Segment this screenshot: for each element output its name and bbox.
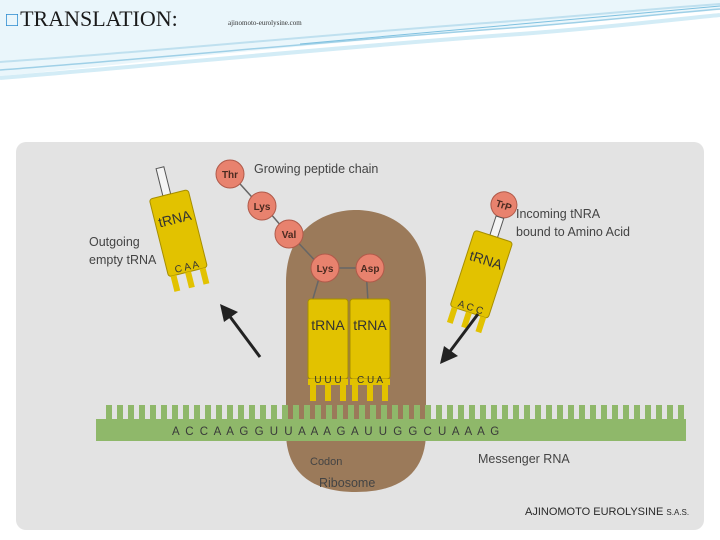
svg-text:Lys: Lys [317, 264, 334, 275]
incoming-label-line2: bound to Amino Acid [516, 225, 630, 239]
mrna-tooth [656, 405, 662, 421]
svg-text:Lys: Lys [254, 202, 271, 213]
trna-right: tRNA C U A [349, 298, 391, 401]
trna-right-label: tRNA [353, 317, 387, 333]
mrna-tooth [601, 405, 607, 421]
mrna-tooth [161, 405, 167, 421]
mrna-tooth [469, 405, 475, 421]
mrna-tooth [359, 405, 365, 421]
mrna-tooth [645, 405, 651, 421]
slide-title: □TRANSLATION: [6, 6, 178, 32]
mrna-tooth [271, 405, 277, 421]
source-credit: ajinomoto-eurolysine.com [228, 19, 302, 27]
mrna-tooth [502, 405, 508, 421]
mrna-tooth [117, 405, 123, 421]
header-wave-decoration [0, 0, 720, 80]
mrna-tooth [293, 405, 299, 421]
mrna-tooth [524, 405, 530, 421]
incoming-arrow-icon [440, 313, 480, 364]
mrna-tooth [315, 405, 321, 421]
svg-text:Thr: Thr [222, 170, 238, 181]
mrna-tooth [205, 405, 211, 421]
mrna-tooth [546, 405, 552, 421]
mrna-tooth [381, 405, 387, 421]
mrna-tooth [139, 405, 145, 421]
outgoing-arrow-icon [220, 304, 262, 358]
amino-acid-thr: Thr [215, 159, 245, 189]
growing-peptide-chain-label: Growing peptide chain [254, 162, 378, 176]
trna-outgoing: tRNA C A A [149, 166, 210, 292]
codon-label: Codon [310, 456, 342, 468]
mrna-tooth [678, 405, 684, 421]
messenger-rna-label: Messenger RNA [478, 452, 570, 466]
amino-acid-val: Val [274, 219, 304, 249]
mrna-tooth [172, 405, 178, 421]
translation-diagram-svg: A C C A A G G U U A A A G A U U G G C U … [89, 159, 689, 518]
mrna-tooth [128, 405, 134, 421]
mrna-tooth [392, 405, 398, 421]
mrna-tooth [513, 405, 519, 421]
mrna-tooth [535, 405, 541, 421]
mrna-tooth [403, 405, 409, 421]
mrna-tooth [612, 405, 618, 421]
square-bullet-icon: □ [6, 9, 19, 31]
messenger-rna-strand [96, 405, 686, 441]
mrna-tooth [238, 405, 244, 421]
mrna-tooth [458, 405, 464, 421]
mrna-tooth [579, 405, 585, 421]
mrna-tooth [337, 405, 343, 421]
mrna-tooth [106, 405, 112, 421]
mrna-tooth [491, 405, 497, 421]
mrna-tooth [447, 405, 453, 421]
amino-acid-asp: Asp [355, 253, 385, 283]
svg-text:Asp: Asp [361, 264, 380, 275]
mrna-tooth [326, 405, 332, 421]
mrna-tooth [370, 405, 376, 421]
mrna-tooth [590, 405, 596, 421]
mrna-tooth [216, 405, 222, 421]
amino-acid-lys-chain: Lys [247, 191, 277, 221]
ribosome-label: Ribosome [319, 476, 375, 490]
brand-logo-text: AJINOMOTO EUROLYSINE S.A.S. [525, 506, 689, 518]
mrna-tooth [348, 405, 354, 421]
mrna-tooth [436, 405, 442, 421]
mrna-tooth [480, 405, 486, 421]
mrna-tooth [557, 405, 563, 421]
trna-left: tRNA U U U [307, 298, 349, 401]
outgoing-label-line2: empty tRNA [89, 253, 157, 267]
mrna-tooth [260, 405, 266, 421]
mrna-tooth [623, 405, 629, 421]
incoming-label-line1: Incoming tNRA [516, 207, 601, 221]
anticodon-left: U U U [314, 375, 341, 386]
mrna-tooth [150, 405, 156, 421]
mrna-sequence-text: A C C A A G G U U A A A G A U U G G C U … [172, 426, 501, 438]
svg-text:Val: Val [282, 230, 297, 241]
mrna-tooth [414, 405, 420, 421]
mrna-tooth [249, 405, 255, 421]
mrna-tooth [304, 405, 310, 421]
trna-incoming: TrP tRNA A C C [446, 191, 518, 334]
mrna-tooth [183, 405, 189, 421]
anticodon-right: C U A [357, 375, 383, 386]
translation-diagram: A C C A A G G U U A A A G A U U G G C U … [16, 142, 704, 530]
mrna-tooth [425, 405, 431, 421]
mrna-tooth [227, 405, 233, 421]
amino-acid-lys: Lys [310, 253, 340, 283]
mrna-tooth [282, 405, 288, 421]
mrna-tooth [634, 405, 640, 421]
mrna-tooth [194, 405, 200, 421]
mrna-tooth [568, 405, 574, 421]
slide-title-text: TRANSLATION: [20, 6, 178, 31]
trna-left-label: tRNA [311, 317, 345, 333]
amino-acid-trp: TrP [494, 199, 513, 215]
mrna-tooth [667, 405, 673, 421]
outgoing-label-line1: Outgoing [89, 235, 140, 249]
